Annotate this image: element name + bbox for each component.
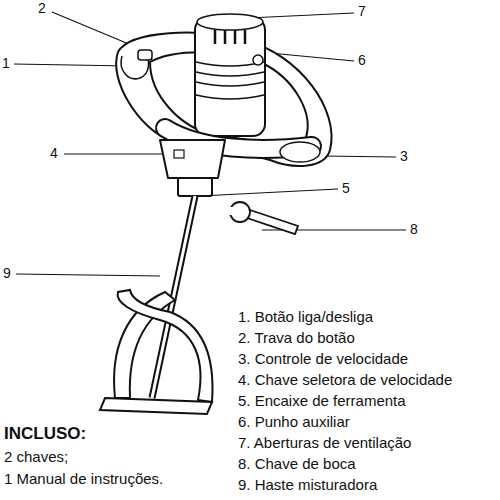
part-list-item: 9. Haste misturadora (238, 476, 377, 493)
callout-number: 9 (3, 265, 11, 281)
tool-chuck (178, 178, 212, 196)
wrench-handle (247, 210, 298, 234)
included-item: 1 Manual de instruções. (4, 470, 163, 487)
callout-number: 7 (358, 3, 366, 19)
motor-cap (197, 14, 263, 30)
motor-housing (195, 18, 265, 136)
vent-slots (215, 30, 245, 44)
callout-number: 2 (38, 0, 46, 16)
paddle-base (100, 398, 212, 414)
callout-number: 3 (400, 148, 408, 164)
gearbox (160, 140, 225, 178)
motor-screw (253, 55, 263, 65)
callout-number: 8 (410, 221, 418, 237)
speed-control (280, 142, 320, 162)
callout-number: 4 (50, 145, 58, 161)
leader-line (248, 13, 354, 18)
leader-line (16, 274, 160, 276)
wrench-jaw (228, 207, 239, 215)
callout-number: 6 (358, 52, 366, 68)
leader-line (64, 153, 162, 154)
part-list-item: 8. Chave de boca (238, 455, 356, 472)
part-list-item: 2. Trava do botão (238, 329, 355, 346)
button-lock (138, 50, 152, 60)
leader-line (322, 156, 396, 157)
part-list-item: 4. Chave seletora de velocidade (238, 371, 452, 388)
paddle-blade (118, 290, 213, 402)
motor-ribs (196, 62, 264, 99)
callout-number: 5 (342, 180, 350, 196)
leader-line (14, 64, 130, 66)
part-list-item: 6. Punho auxiliar (238, 413, 350, 430)
leader-line (200, 189, 338, 196)
part-list-item: 1. Botão liga/desliga (238, 308, 373, 325)
leader-lines (14, 12, 406, 276)
speed-selector (174, 150, 184, 158)
callout-number: 1 (2, 55, 10, 71)
included-heading: INCLUSO: (4, 424, 86, 444)
part-list-item: 3. Controle de velocidade (238, 350, 408, 367)
part-list-item: 5. Encaixe de ferramenta (238, 392, 406, 409)
included-item: 2 chaves; (4, 448, 68, 465)
part-list-item: 7. Aberturas de ventilação (238, 434, 411, 451)
